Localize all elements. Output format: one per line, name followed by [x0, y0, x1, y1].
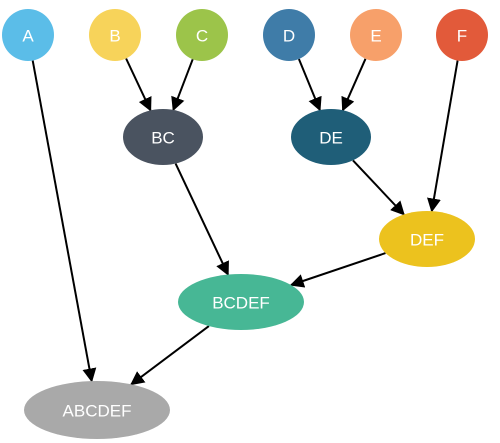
node-def-shape — [379, 211, 475, 267]
node-de: DE — [291, 109, 371, 165]
node-c-label: C — [196, 27, 208, 46]
node-bcdef-shape — [178, 274, 304, 330]
node-f-shape — [436, 9, 488, 61]
node-d-shape — [263, 9, 315, 61]
edges-layer — [31, 58, 459, 386]
edge-a-to-abcdef — [31, 60, 97, 383]
node-a-shape — [2, 9, 54, 61]
node-e-shape — [350, 9, 402, 61]
node-b-label: B — [109, 27, 120, 46]
edge-e-to-de — [341, 58, 367, 112]
node-def: DEF — [379, 211, 475, 267]
node-c: C — [176, 9, 228, 61]
node-b: B — [89, 9, 141, 61]
edge-f-to-def — [427, 60, 459, 213]
node-de-label: DE — [319, 129, 343, 148]
edge-d-to-de — [297, 58, 322, 112]
node-abcdef-shape — [24, 381, 170, 439]
node-bcdef-label: BCDEF — [212, 294, 270, 313]
node-e-label: E — [370, 27, 381, 46]
node-abcdef: ABCDEF — [24, 381, 170, 439]
node-de-shape — [291, 109, 371, 165]
node-d: D — [263, 9, 315, 61]
node-f-label: F — [457, 27, 467, 46]
node-abcdef-label: ABCDEF — [63, 402, 132, 421]
edge-de-to-def — [352, 159, 405, 216]
edge-bcdef-to-abcdef — [130, 325, 210, 386]
node-def-label: DEF — [410, 231, 444, 250]
edge-bc-to-bcdef — [174, 163, 229, 276]
node-bcdef: BCDEF — [178, 274, 304, 330]
node-bc-shape — [123, 109, 203, 165]
edge-c-to-bc — [171, 58, 194, 112]
node-bc: BC — [123, 109, 203, 165]
node-f: F — [436, 9, 488, 61]
edge-def-to-bcdef — [289, 252, 386, 288]
node-b-shape — [89, 9, 141, 61]
node-bc-label: BC — [151, 129, 175, 148]
edge-b-to-bc — [125, 58, 152, 112]
node-a-label: A — [22, 27, 34, 46]
node-c-shape — [176, 9, 228, 61]
node-e: E — [350, 9, 402, 61]
node-a: A — [2, 9, 54, 61]
node-d-label: D — [283, 27, 295, 46]
